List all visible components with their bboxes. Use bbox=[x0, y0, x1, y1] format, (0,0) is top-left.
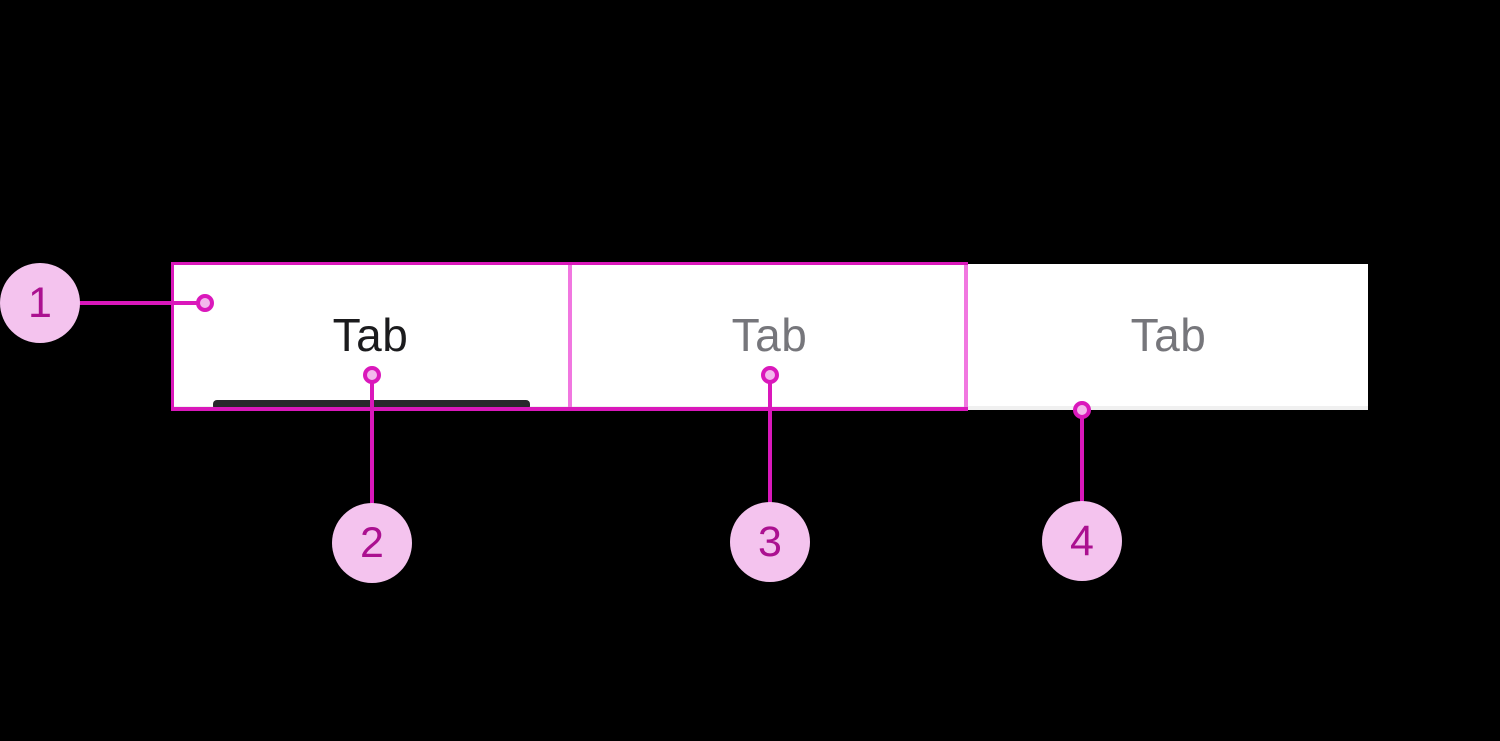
annotation-rect-bottom-edge bbox=[171, 407, 968, 411]
callout-1-number: 1 bbox=[28, 278, 52, 327]
callout-1-leader-line bbox=[78, 301, 200, 305]
annotation-rect-mid-divider bbox=[568, 265, 572, 407]
tab-2[interactable]: Tab bbox=[570, 264, 969, 406]
callout-1-badge: 1 bbox=[0, 263, 80, 343]
tab-1-active[interactable]: Tab bbox=[171, 264, 570, 406]
tab-2-label: Tab bbox=[731, 309, 808, 361]
tab-3[interactable]: Tab bbox=[969, 264, 1368, 406]
callout-2-number: 2 bbox=[360, 518, 384, 567]
callout-1-anchor-dot bbox=[196, 294, 214, 312]
callout-4-leader-line bbox=[1080, 412, 1084, 503]
callout-2-badge: 2 bbox=[332, 503, 412, 583]
callout-4-badge: 4 bbox=[1042, 501, 1122, 581]
annotation-rect-right-edge bbox=[964, 265, 968, 407]
callout-3-anchor-dot bbox=[761, 366, 779, 384]
callout-4-number: 4 bbox=[1070, 516, 1094, 565]
callout-3-leader-line bbox=[768, 377, 772, 504]
callout-3-badge: 3 bbox=[730, 502, 810, 582]
callout-2-leader-line bbox=[370, 377, 374, 505]
tab-3-label: Tab bbox=[1130, 309, 1207, 361]
callout-2-anchor-dot bbox=[363, 366, 381, 384]
callout-4-anchor-dot bbox=[1073, 401, 1091, 419]
annotation-rect-top-edge bbox=[171, 262, 968, 265]
callout-3-number: 3 bbox=[758, 517, 782, 566]
tab-1-label: Tab bbox=[332, 309, 409, 361]
annotation-rect-left-edge bbox=[171, 262, 174, 411]
